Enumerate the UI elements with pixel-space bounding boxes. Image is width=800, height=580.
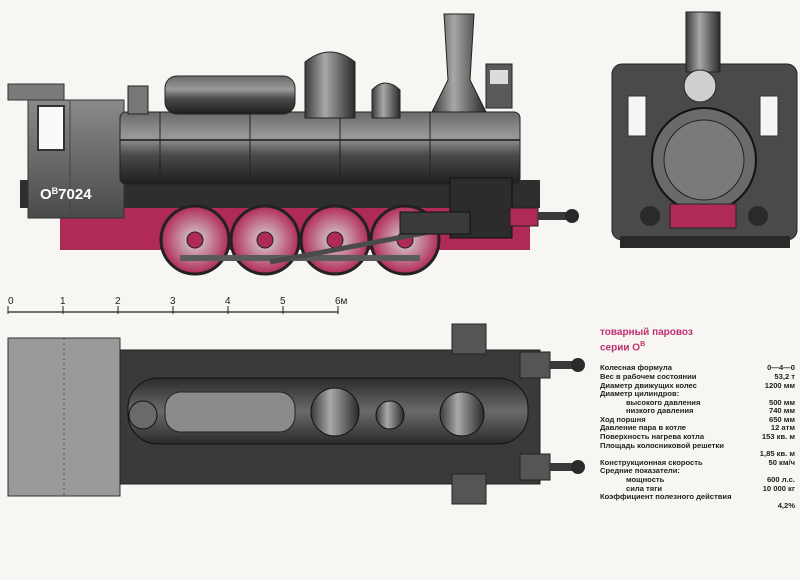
spec-label: Диаметр цилиндров: xyxy=(600,389,680,399)
spec-row: Вес в рабочем состоянии 53,2 т xyxy=(600,371,795,382)
spec-row: Конструкционная скорость 50 км/ч xyxy=(600,457,796,468)
spec-value: 50 км/ч xyxy=(768,457,796,467)
scale-label: 1 xyxy=(60,296,66,307)
spec-row: высокого давления 500 мм xyxy=(600,397,795,408)
boiler xyxy=(119,111,521,185)
scale-bar: 0 1 2 3 4 5 6м xyxy=(7,296,348,314)
spec-row: Средние показатели: xyxy=(600,467,795,476)
spec-value: 1200 мм xyxy=(764,380,795,390)
spec-row: Колесная формула 0—4—0 xyxy=(600,364,795,373)
spec-label: Диаметр движущих колес xyxy=(600,380,697,390)
chimney-top xyxy=(439,391,485,437)
spec-label: Поверхность нагрева котла xyxy=(600,432,705,442)
scale-label: 5 xyxy=(280,296,286,307)
spec-label: Конструкционная скорость xyxy=(600,457,703,467)
spec-value: 53,2 т xyxy=(774,371,795,381)
spec-value: 500 мм xyxy=(768,397,795,407)
spec-value: 1,85 кв. м xyxy=(759,449,795,459)
spec-label: Давление пара в котле xyxy=(600,423,687,433)
spec-value: 600 л.с. xyxy=(766,475,795,485)
side-view: ОВ7024 xyxy=(7,13,579,276)
spec-value: 12 атм xyxy=(770,423,795,433)
caption-title: товарный паровоз серии ОВ xyxy=(600,327,795,354)
spec-label: сила тяги xyxy=(626,483,663,493)
cylinder xyxy=(399,211,471,235)
cab-window xyxy=(37,105,65,151)
caption-block: товарный паровоз серии ОВ Колесная форму… xyxy=(600,327,795,510)
spec-row: 4,2% xyxy=(600,500,795,511)
spec-row: Диаметр цилиндров: xyxy=(600,390,795,399)
scale-label: 3 xyxy=(170,296,176,307)
chimney xyxy=(431,13,487,113)
spec-row: Ход поршня 650 мм xyxy=(600,414,795,425)
spec-row: мощность 600 л.с. xyxy=(600,475,795,485)
front-view xyxy=(611,11,798,248)
spec-label: Колесная формула xyxy=(600,363,672,373)
spec-value: 10 000 кг xyxy=(762,483,795,493)
caption-title-line2: серии ОВ xyxy=(600,341,646,354)
steam-dome xyxy=(304,51,356,119)
spec-value: 740 мм xyxy=(768,406,795,416)
spec-value: 0—4—0 xyxy=(767,363,795,373)
locomotive-number: ОВ7024 xyxy=(40,186,92,203)
front-beam xyxy=(669,203,737,229)
front-headlamp xyxy=(683,69,717,103)
spec-row: Диаметр движущих колес 1200 мм xyxy=(600,380,795,391)
spec-row: Площадь колосниковой решетки xyxy=(600,440,795,451)
scale-label: 4 xyxy=(225,296,231,307)
spec-row: Давление пара в котле 12 атм xyxy=(600,424,795,433)
spec-label: высокого давления xyxy=(626,397,701,407)
spec-label: Вес в рабочем состоянии xyxy=(600,371,697,381)
spec-value: 650 мм xyxy=(768,414,795,424)
steam-drum xyxy=(164,75,296,115)
top-view xyxy=(7,323,585,505)
spec-row: Коэффициент полезного действия xyxy=(600,493,795,502)
spec-label: Коэффициент полезного действия xyxy=(600,492,732,502)
spec-row: Поверхность нагрева котла 153 кв. м xyxy=(600,432,795,442)
spec-label: Площадь колосниковой решетки xyxy=(600,440,724,450)
spec-label: Средние показатели: xyxy=(600,466,680,476)
caption-title-line1: товарный паровоз xyxy=(600,327,693,338)
spec-value: 153 кв. м xyxy=(761,432,795,442)
spec-row: 1,85 кв. м xyxy=(600,450,795,459)
spec-value: 4,2% xyxy=(777,500,795,510)
scale-label: 0 xyxy=(8,296,14,307)
spec-label: Ход поршня xyxy=(600,414,646,424)
spec-label: мощность xyxy=(626,475,665,485)
spec-row: низкого давления 740 мм xyxy=(600,407,795,416)
spec-row: сила тяги 10 000 кг xyxy=(600,483,795,494)
cab-roof xyxy=(7,337,121,497)
scale-label: 6м xyxy=(335,296,348,307)
front-chimney xyxy=(685,11,721,73)
spec-label: низкого давления xyxy=(626,406,694,416)
scale-label: 2 xyxy=(115,296,121,307)
